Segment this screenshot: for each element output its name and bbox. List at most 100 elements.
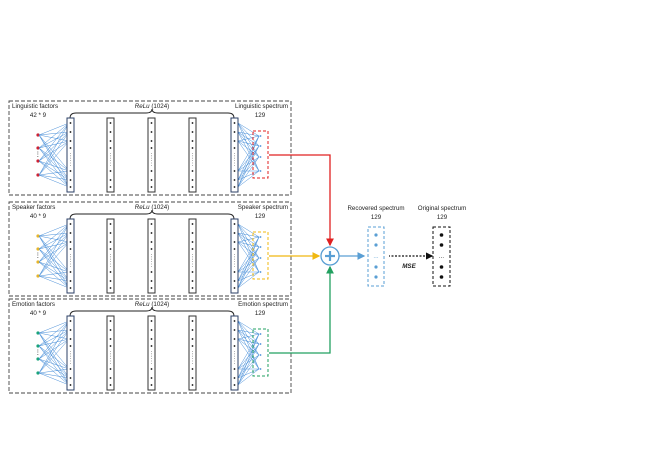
hidden-unit [233, 186, 236, 188]
hidden-layers-brace [69, 108, 235, 119]
input-connection [38, 174, 70, 188]
hidden-unit [109, 241, 112, 243]
output-connection [237, 236, 260, 273]
input-connection [38, 134, 70, 142]
emotion-to-sum-arrow [269, 265, 334, 354]
input-connection [38, 223, 70, 237]
input-node [36, 234, 40, 238]
block-frame [8, 298, 292, 394]
hidden-unit [233, 329, 236, 331]
hidden-layer [188, 117, 197, 193]
output-connection [237, 135, 260, 172]
output-connection [237, 140, 260, 147]
recovered-spectrum-dims: 129 [371, 214, 382, 221]
recovered-spectrum-vector [367, 226, 385, 287]
output-connection [237, 170, 260, 188]
hidden-unit [69, 186, 72, 188]
output-connection [237, 343, 260, 386]
input-node [36, 173, 40, 177]
hidden-unit [191, 241, 194, 243]
hidden-layer [66, 117, 75, 193]
input-connection [38, 261, 70, 273]
hidden-layers-brace [69, 209, 235, 220]
output-connection [237, 333, 260, 370]
input-connection [38, 160, 70, 172]
input-connection [38, 345, 70, 379]
hidden-unit [109, 280, 112, 282]
hidden-unit [191, 338, 194, 340]
output-connection [237, 320, 260, 335]
output-connection [237, 257, 260, 282]
hidden-unit [150, 345, 153, 347]
hidden-unit [69, 131, 72, 133]
output-unit [259, 145, 262, 147]
hidden-unit [191, 287, 194, 289]
input-connection [38, 235, 70, 243]
hidden-unit [69, 345, 72, 347]
hidden-layer [66, 218, 75, 294]
output-connection [237, 257, 260, 273]
input-connection [38, 140, 70, 149]
hidden-unit [191, 377, 194, 379]
hidden-layer [106, 218, 115, 294]
input-node [36, 331, 40, 335]
input-connection [38, 320, 70, 374]
output-unit [259, 354, 262, 356]
hidden-unit [150, 122, 153, 124]
hidden-unit [150, 232, 153, 234]
output-unit [259, 135, 262, 137]
output-dims: 129 [255, 112, 266, 119]
hidden-unit [69, 232, 72, 234]
hidden-unit [109, 179, 112, 181]
original-unit [439, 243, 444, 247]
mse-loss-label: MSE [402, 263, 416, 270]
input-connection [38, 320, 70, 334]
input-connection [38, 320, 70, 360]
input-connection [38, 160, 70, 181]
output-connection [237, 338, 260, 370]
input-connection [38, 261, 70, 282]
hidden-layer-label: ReLu (1024) [135, 103, 169, 110]
output-connection [237, 232, 260, 273]
hidden-unit [69, 320, 72, 322]
output-label: Emotion spectrum [238, 301, 288, 308]
output-label: Speaker spectrum [238, 204, 288, 211]
input-connection [38, 338, 70, 347]
input-node [36, 357, 40, 361]
output-connection [237, 223, 260, 273]
output-connection [237, 320, 260, 370]
input-connection [38, 248, 70, 273]
output-connection [237, 343, 260, 379]
hidden-unit [150, 280, 153, 282]
hidden-layer [230, 315, 239, 391]
input-connection [38, 223, 70, 277]
hidden-unit [109, 368, 112, 370]
hidden-unit [109, 131, 112, 133]
hidden-unit [109, 248, 112, 250]
input-connection [38, 140, 70, 162]
input-connection [38, 329, 70, 347]
input-connection [38, 275, 70, 282]
input-connection [38, 170, 70, 176]
hidden-unit [150, 241, 153, 243]
original-unit [439, 265, 444, 269]
hidden-unit [233, 345, 236, 347]
hidden-layer [230, 117, 239, 193]
hidden-unit [191, 368, 194, 370]
hidden-unit [150, 287, 153, 289]
input-connection [38, 320, 70, 347]
input-connection [38, 332, 70, 340]
input-connection [38, 271, 70, 277]
input-dims: 42 * 9 [30, 112, 47, 119]
input-dims: 40 * 9 [30, 213, 47, 220]
output-connection [237, 241, 260, 259]
hidden-unit [150, 329, 153, 331]
recovered-spectrum-units [374, 233, 378, 279]
input-node [36, 274, 40, 278]
hidden-unit [150, 131, 153, 133]
output-connection [237, 135, 260, 188]
input-connection [38, 235, 70, 282]
output-connection [237, 156, 260, 188]
hidden-unit [233, 179, 236, 181]
